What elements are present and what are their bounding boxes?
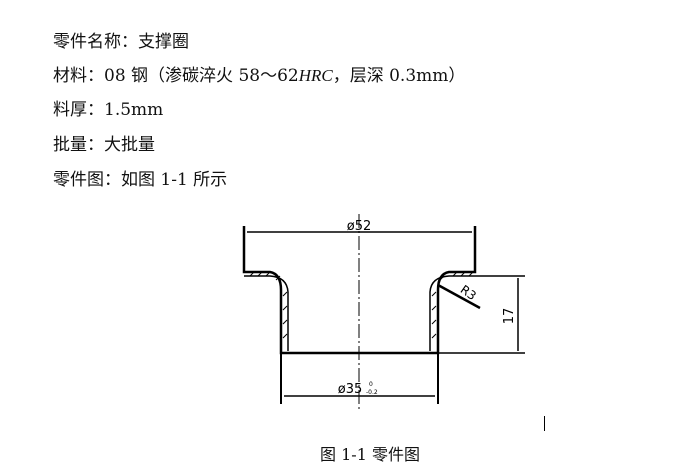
drawing-ref-line: 零件图：如图 1-1 所示 — [53, 170, 228, 190]
extension-lines-bottom — [280, 353, 439, 404]
part-name-line: 零件名称：支撑圈 — [53, 32, 189, 52]
dim-bottom-label: ø35 — [338, 382, 363, 397]
dim-bottom-tol-lower: -0.2 — [366, 389, 378, 396]
dim-top-label: ø52 — [347, 219, 372, 234]
material-line: 材料：08 钢（渗碳淬火 58～62HRC，层深 0.3mm） — [53, 65, 465, 87]
material-prefix: 材料：08 钢（渗碳淬火 58～62 — [53, 66, 299, 86]
radius-leader — [437, 283, 481, 310]
dim-radius-label: R3 — [458, 282, 479, 303]
figure-caption: 图 1-1 零件图 — [320, 445, 420, 464]
material-hrc: HRC — [298, 66, 333, 85]
dim-height-label: 17 — [502, 308, 517, 325]
extension-lines-height — [438, 275, 525, 354]
material-suffix: ，层深 0.3mm） — [332, 66, 466, 86]
text-cursor — [544, 416, 545, 431]
flange-inner — [244, 275, 475, 351]
batch-line: 批量：大批量 — [53, 135, 155, 155]
dim-bottom-tol-upper: 0 — [369, 381, 373, 388]
thickness-line: 料厚：1.5mm — [53, 100, 164, 120]
section-hatch — [249, 271, 474, 339]
